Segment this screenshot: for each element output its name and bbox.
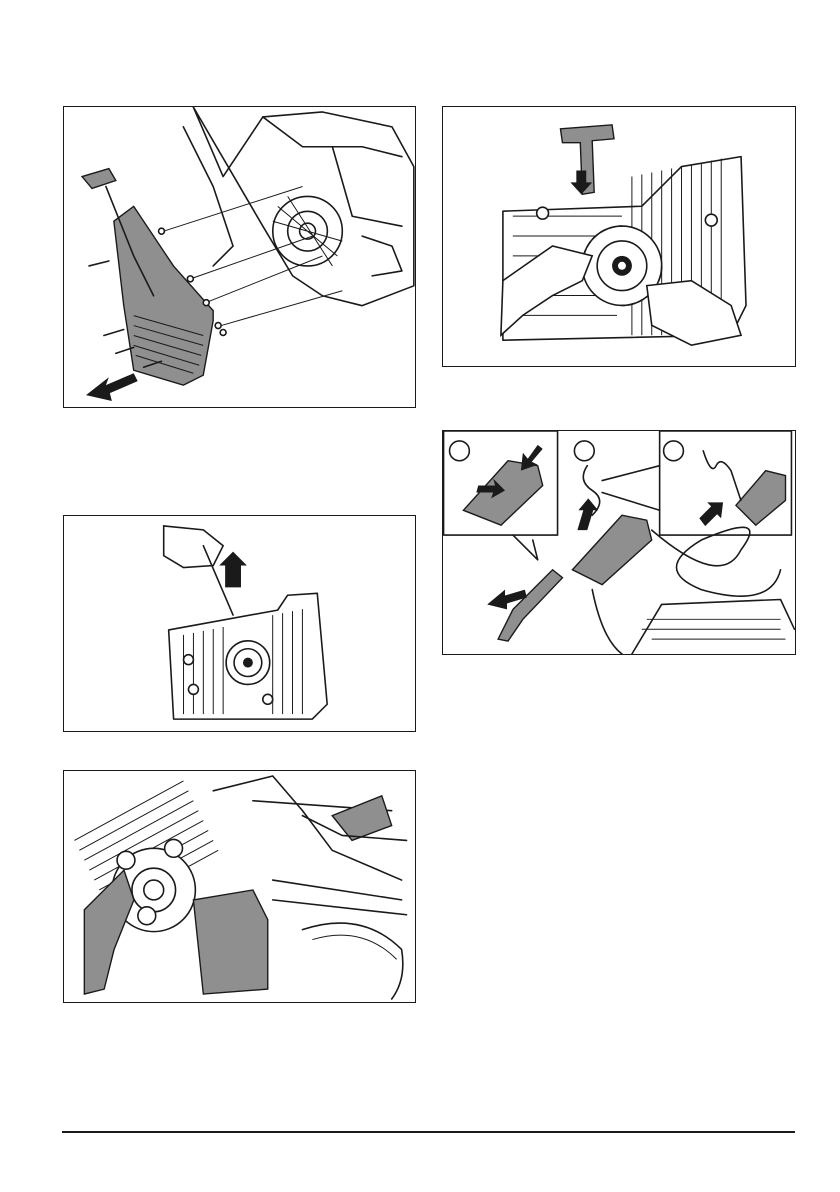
figure-handle-knot (442, 430, 796, 655)
callout-marker (165, 839, 183, 857)
pull-rope-illustration (64, 516, 415, 731)
figure-pull-rope (63, 515, 416, 732)
down-left-arrow-icon (521, 445, 543, 471)
handle-knot-illustration (443, 431, 795, 654)
figure-rotate-pulley (442, 106, 796, 367)
footer-rule (62, 1131, 795, 1133)
callout-marker (574, 441, 594, 461)
callout-marker (117, 851, 135, 869)
callout-marker (450, 441, 470, 461)
rotate-pulley-illustration (443, 107, 795, 366)
callout-marker (664, 441, 684, 461)
figure-pulley-detail (63, 770, 416, 1003)
up-arrow-icon (577, 498, 598, 530)
figure-remove-starter-cover (63, 106, 416, 408)
pulley-detail-illustration (64, 771, 415, 1002)
callout-marker (138, 907, 156, 925)
starter-cover-removal-illustration (64, 107, 415, 407)
direction-arrow-icon (86, 373, 138, 401)
up-right-arrow-icon (699, 502, 723, 526)
up-arrow-icon (219, 552, 247, 588)
